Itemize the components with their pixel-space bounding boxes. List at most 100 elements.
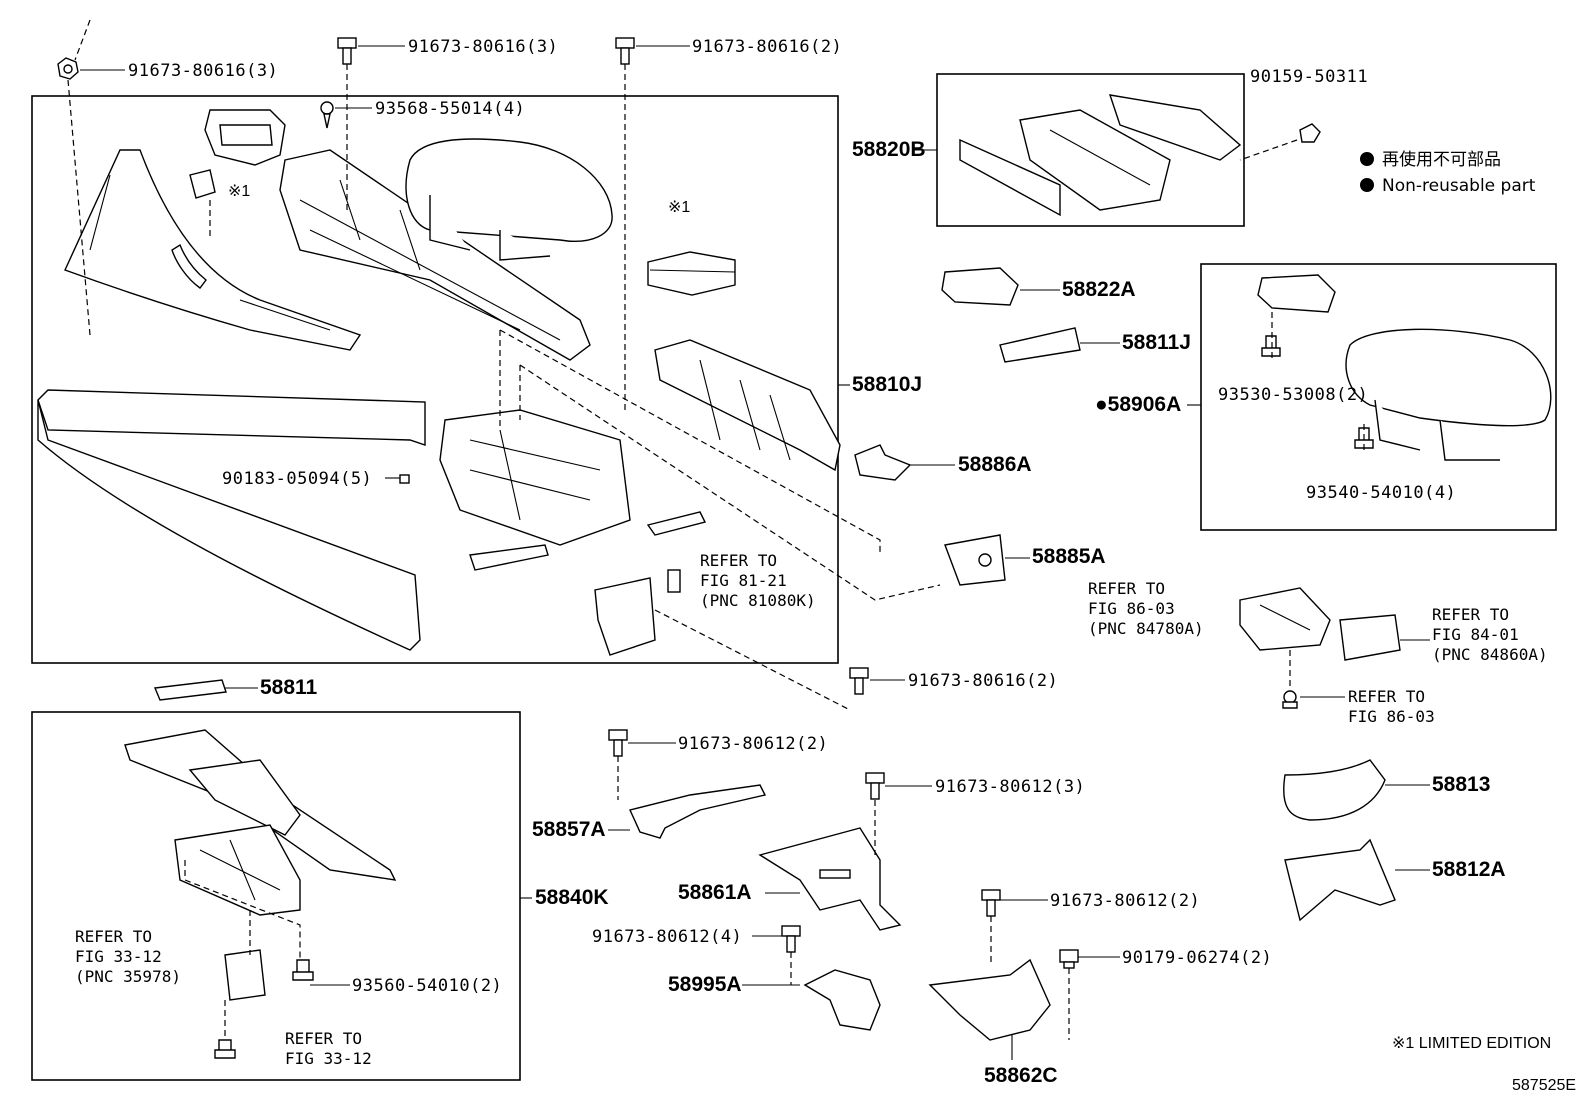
label-58820B: 58820B — [852, 138, 926, 161]
svg-text:FIG 84-01: FIG 84-01 — [1432, 625, 1519, 644]
clip-icon — [1261, 335, 1281, 357]
label-58857A: 58857A — [532, 818, 606, 841]
svg-text:REFER TO: REFER TO — [1088, 579, 1165, 598]
guide-line — [617, 756, 1070, 1040]
bolt-icon — [849, 667, 869, 695]
part-58995A-bracket — [803, 969, 881, 1031]
guide-line — [1239, 139, 1298, 161]
legend-jp: 再使用不可部品 — [1382, 149, 1501, 170]
console-frame-bracket — [439, 409, 631, 546]
refer-fig-86-03-a: REFER TO FIG 86-03 (PNC 84780A) — [1088, 579, 1204, 638]
label-93540-54010-4: 93540-54010(4) — [1306, 483, 1456, 503]
svg-text:(PNC 84780A): (PNC 84780A) — [1088, 619, 1204, 638]
part-58886A-bracket — [854, 444, 912, 481]
guide-line — [67, 19, 91, 336]
guide-line — [654, 609, 851, 711]
label-58885A: 58885A — [1032, 545, 1106, 568]
clip-icon — [399, 474, 410, 484]
label-58822A: 58822A — [1062, 278, 1136, 301]
svg-text:FIG 33-12: FIG 33-12 — [285, 1049, 372, 1068]
limited-edition-marker: ※1 — [228, 183, 250, 200]
svg-text:(PNC 81080K): (PNC 81080K) — [700, 591, 816, 610]
part-58822A-cover — [941, 267, 1019, 306]
label-58840K: 58840K — [535, 886, 609, 909]
label-93530-53008-2: 93530-53008(2) — [1218, 385, 1368, 405]
label-93560-54010-2: 93560-54010(2) — [352, 976, 502, 996]
label-58906A: ●58906A — [1095, 393, 1181, 416]
svg-text:FIG 86-03: FIG 86-03 — [1088, 599, 1175, 618]
small-clip-bracket — [646, 511, 707, 536]
part-58885A-bracket — [944, 534, 1006, 586]
screw-icon — [292, 959, 314, 981]
part-58813-cover — [1283, 759, 1386, 821]
svg-text:FIG 86-03: FIG 86-03 — [1348, 707, 1435, 726]
part-58812A-panel — [1284, 838, 1396, 922]
part-58820B-housing — [1019, 109, 1171, 211]
non-reusable-dot-icon — [1360, 178, 1374, 192]
guide-line — [184, 860, 301, 960]
bolt-icon — [615, 37, 635, 65]
console-side-panel-right — [654, 339, 841, 472]
part-58906A-lid — [1345, 328, 1552, 461]
switch-module — [224, 949, 266, 1001]
label-91673-80612-3: 91673-80612(3) — [935, 777, 1085, 797]
part-58862C-bracket — [928, 958, 1051, 1041]
svg-text:REFER TO: REFER TO — [700, 551, 777, 570]
screw-icon — [1282, 690, 1298, 709]
part-58811-trim — [153, 679, 227, 701]
bolt-icon — [337, 37, 357, 65]
svg-text:REFER TO: REFER TO — [75, 927, 152, 946]
part-58840K-upper-panel — [124, 729, 397, 881]
label-58810J: 58810J — [852, 373, 922, 396]
armrest-lid — [405, 138, 613, 261]
switch-84860A — [1339, 614, 1401, 661]
part-58811J-bracket — [999, 327, 1081, 363]
svg-text:FIG 81-21: FIG 81-21 — [700, 571, 787, 590]
bolt-icon — [865, 772, 885, 800]
label-90179-06274-2: 90179-06274(2) — [1122, 948, 1272, 968]
console-side-panel-left — [64, 149, 362, 351]
svg-text:(PNC 35978): (PNC 35978) — [75, 967, 181, 986]
control-module-84780A — [1239, 587, 1331, 651]
limited-edition-marker: ※1 — [668, 199, 690, 216]
label-58811: 58811 — [260, 676, 318, 699]
svg-text:REFER TO: REFER TO — [1348, 687, 1425, 706]
label-91673-80612-4: 91673-80612(4) — [592, 927, 742, 947]
bolt-icon — [57, 57, 79, 80]
screw-icon — [214, 1039, 236, 1059]
guide-line — [499, 329, 881, 555]
group-box-58906A — [1200, 263, 1557, 531]
svg-text:REFER TO: REFER TO — [1432, 605, 1509, 624]
figure-code: 587525E — [1512, 1077, 1576, 1094]
limited-edition-note: ※1 LIMITED EDITION — [1392, 1035, 1551, 1052]
limited-edition-badge-small — [189, 169, 216, 199]
label-91673-80616-3b: 91673-80616(3) — [408, 37, 558, 57]
label-58995A: 58995A — [668, 973, 742, 996]
legend: 再使用不可部品 Non-reusable part — [1360, 149, 1536, 196]
svg-text:FIG 33-12: FIG 33-12 — [75, 947, 162, 966]
clip-icon — [1299, 123, 1321, 143]
limited-edition-badge-pad — [647, 251, 736, 296]
refer-fig-33-12-a: REFER TO FIG 33-12 (PNC 35978) — [75, 927, 181, 986]
mount-bracket-left — [594, 577, 656, 656]
label-58886A: 58886A — [958, 453, 1032, 476]
label-90159-50311: 90159-50311 — [1250, 67, 1368, 87]
svg-text:REFER TO: REFER TO — [285, 1029, 362, 1048]
label-58862C: 58862C — [984, 1064, 1058, 1087]
guide-line — [519, 364, 941, 601]
refer-fig-33-12-b: REFER TO FIG 33-12 — [285, 1029, 372, 1068]
part-58840K-switch-panel — [174, 824, 301, 916]
part-58857A-bracket — [629, 784, 767, 839]
switch-bezel-top — [204, 109, 286, 166]
bolt-icon — [781, 925, 801, 953]
label-58812A: 58812A — [1432, 858, 1506, 881]
bolt-icon — [1059, 949, 1079, 969]
part-58906A-cover — [1257, 274, 1336, 313]
label-90183-05094-5: 90183-05094(5) — [222, 469, 372, 489]
refer-fig-81-21: REFER TO FIG 81-21 (PNC 81080K) — [700, 551, 816, 610]
group-box-58810J — [31, 95, 839, 664]
refer-fig-84-01: REFER TO FIG 84-01 (PNC 84860A) — [1432, 605, 1548, 664]
label-91673-80612-2a: 91673-80612(2) — [678, 734, 828, 754]
screw-icon — [320, 101, 334, 129]
label-58811J: 58811J — [1122, 331, 1191, 354]
